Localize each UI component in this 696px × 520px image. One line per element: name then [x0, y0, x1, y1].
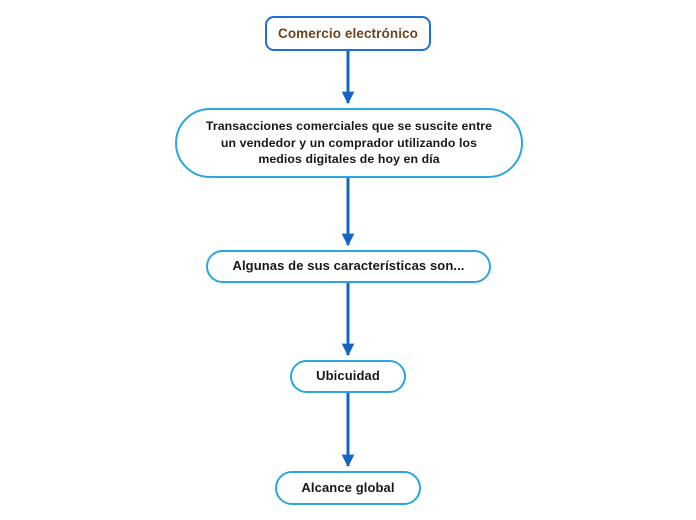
node-comercio-electronico[interactable]: Comercio electrónico	[265, 16, 431, 51]
node-label: Comercio electrónico	[277, 25, 419, 41]
node-ubicuidad[interactable]: Ubicuidad	[290, 360, 406, 393]
node-label: Alcance global	[301, 479, 395, 495]
node-label: Transacciones comerciales que se suscite…	[205, 119, 493, 167]
node-label: Ubicuidad	[316, 368, 380, 384]
node-alcance-global[interactable]: Alcance global	[275, 471, 421, 505]
node-label: Algunas de sus características son...	[232, 258, 465, 274]
node-definicion[interactable]: Transacciones comerciales que se suscite…	[175, 108, 523, 178]
node-caracteristicas[interactable]: Algunas de sus características son...	[206, 250, 491, 283]
